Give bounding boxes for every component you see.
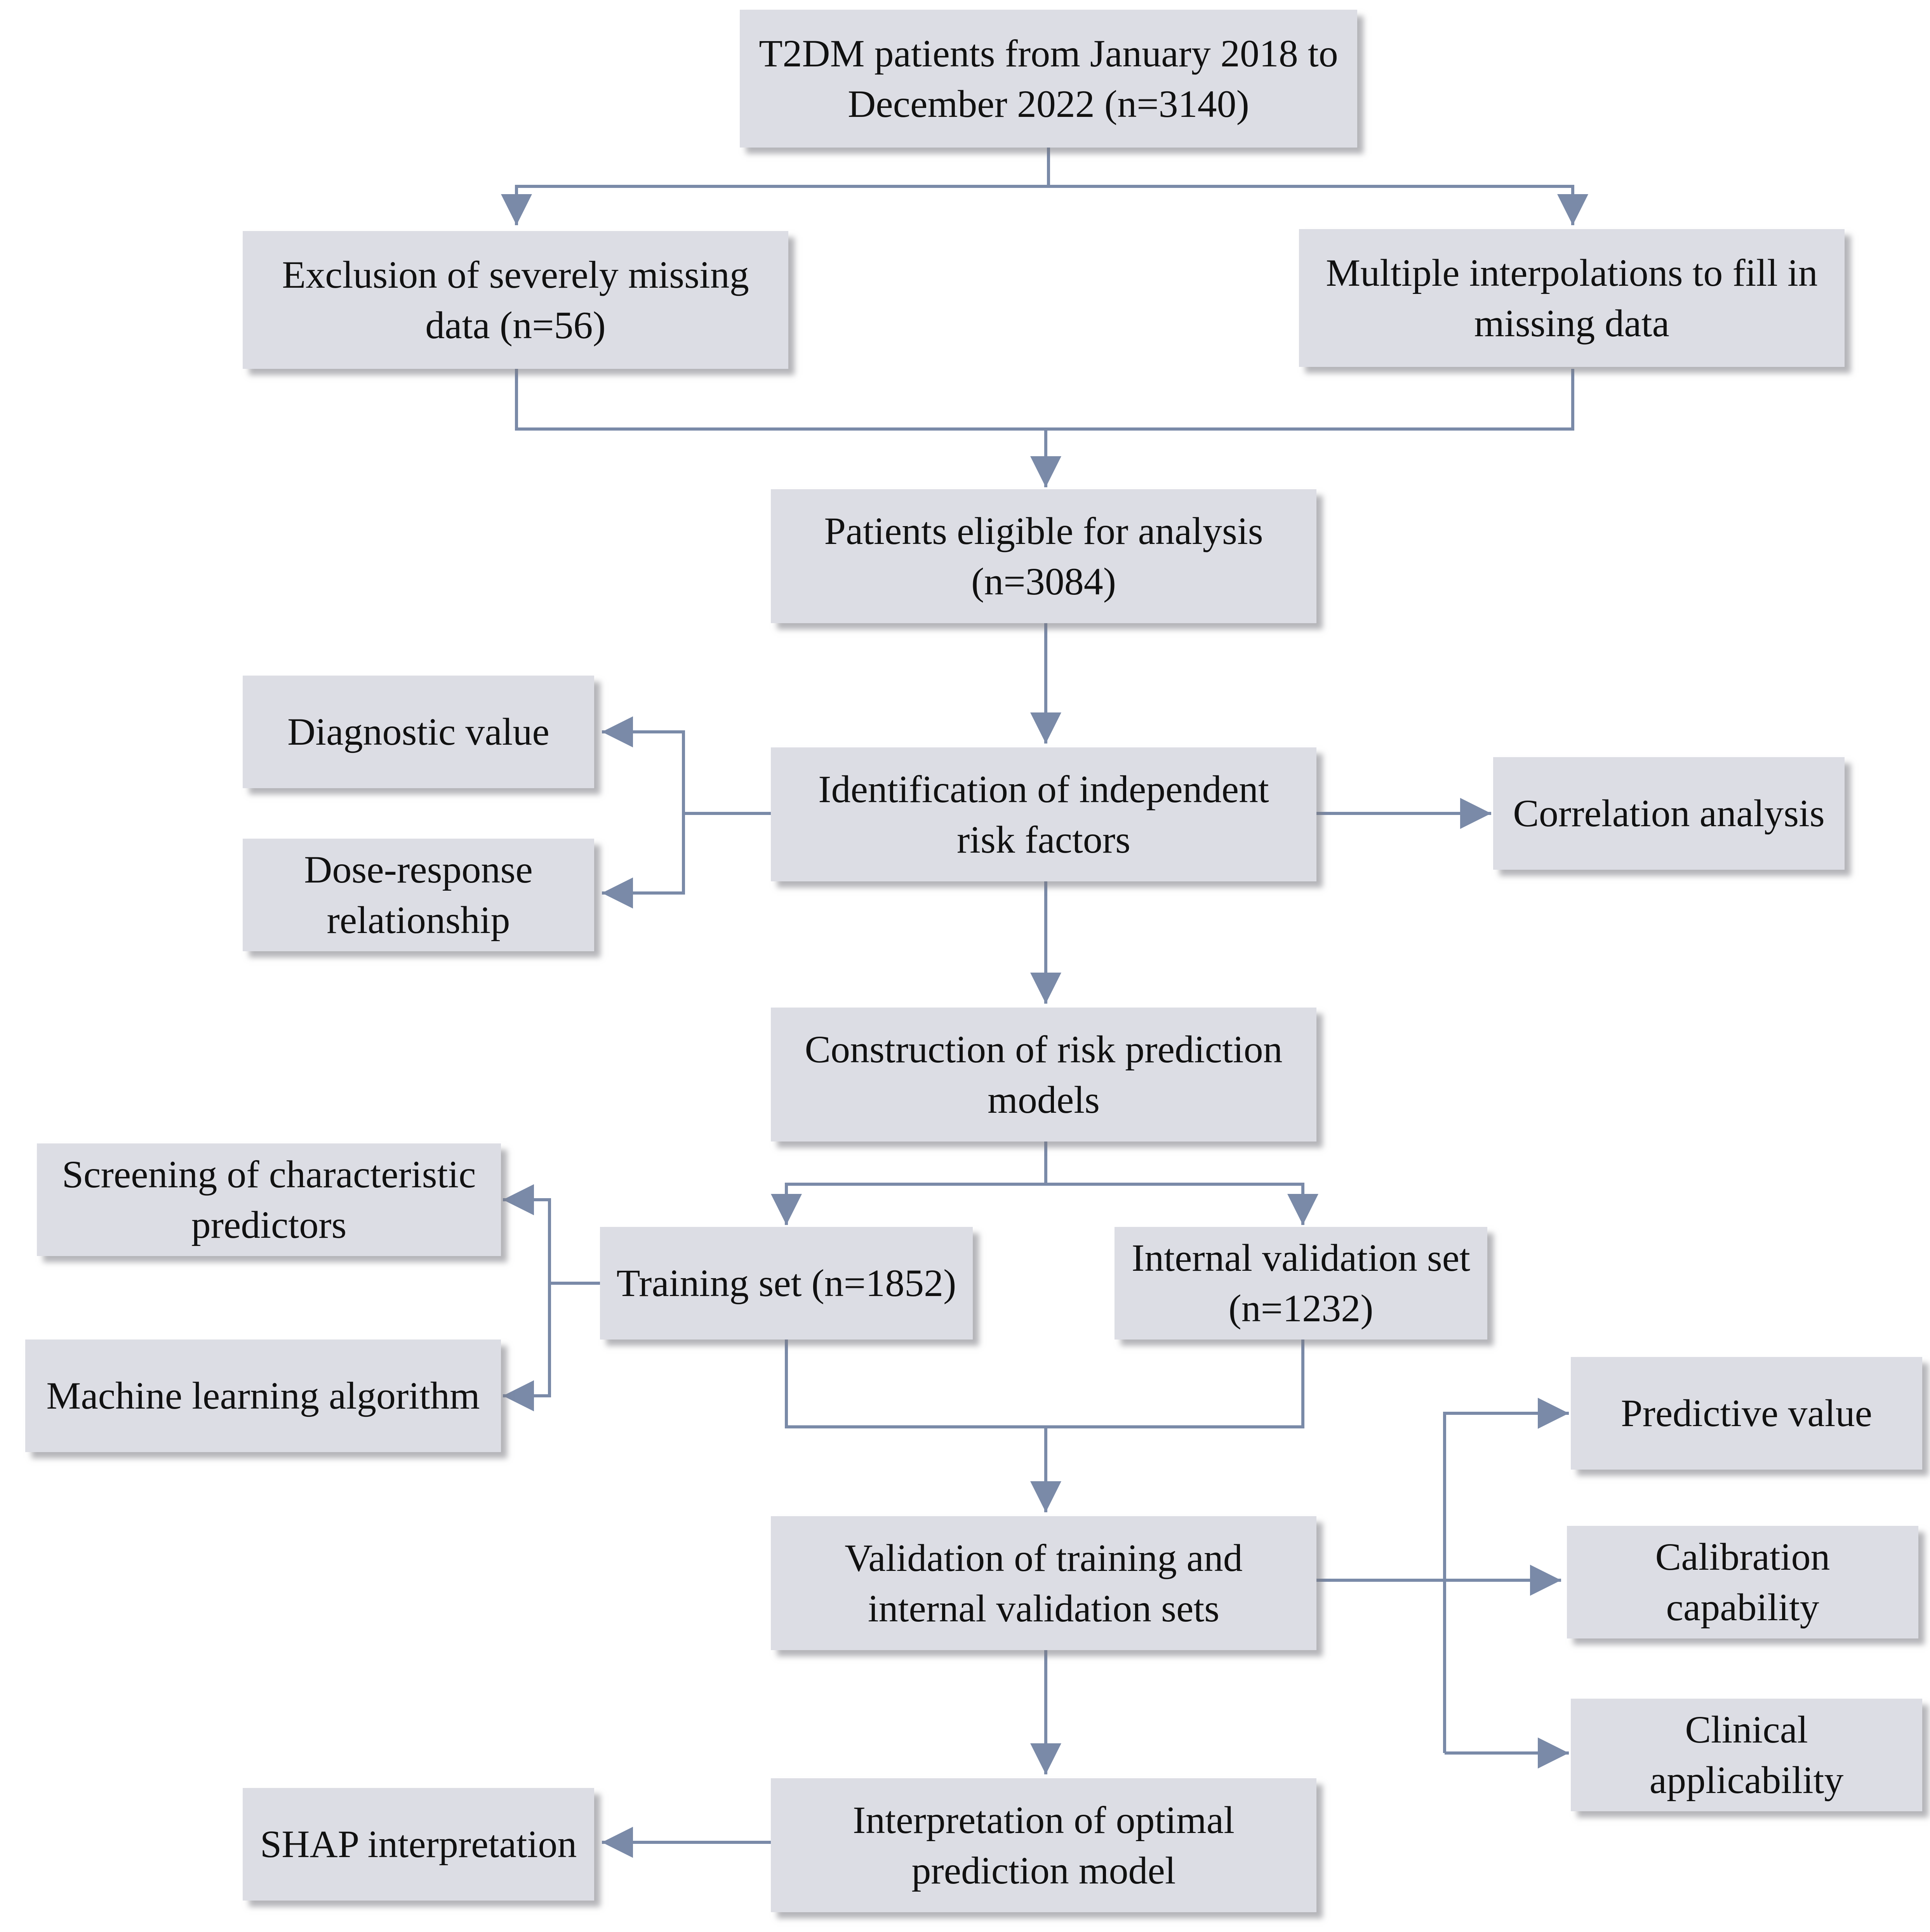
node-construction-label: Construction of risk prediction models bbox=[805, 1027, 1283, 1121]
node-exclusion: Exclusion of severely missing data (n=56… bbox=[243, 231, 788, 369]
node-eligible: Patients eligible for analysis (n=3084) bbox=[771, 489, 1316, 623]
node-risk-factors-label: Identification of independent risk facto… bbox=[818, 767, 1269, 861]
node-calibration-label: Calibration capability bbox=[1655, 1535, 1830, 1629]
node-predictive-value-label: Predictive value bbox=[1621, 1392, 1872, 1435]
node-clinical-label: Clinical applicability bbox=[1649, 1708, 1844, 1802]
node-screening-label: Screening of characteristic predictors bbox=[62, 1153, 476, 1246]
node-interpretation: Interpretation of optimal prediction mod… bbox=[771, 1778, 1316, 1912]
node-correlation: Correlation analysis bbox=[1493, 757, 1845, 870]
connector-top-split bbox=[501, 148, 1050, 225]
node-imputation: Multiple interpolations to fill in missi… bbox=[1299, 229, 1845, 367]
connector-to-predictive bbox=[1443, 1398, 1569, 1753]
node-calibration: Calibration capability bbox=[1567, 1526, 1918, 1638]
connector-to-dose-response bbox=[602, 813, 685, 909]
node-clinical: Clinical applicability bbox=[1571, 1699, 1922, 1811]
node-dose-response-label: Dose-response relationship bbox=[304, 848, 533, 942]
node-exclusion-label: Exclusion of severely missing data (n=56… bbox=[282, 253, 749, 347]
node-dose-response: Dose-response relationship bbox=[243, 839, 594, 951]
node-validation-label: Validation of training and internal vali… bbox=[845, 1536, 1243, 1630]
node-screening: Screening of characteristic predictors bbox=[37, 1143, 501, 1256]
connector-construction-split-right bbox=[1046, 1183, 1318, 1225]
node-imputation-label: Multiple interpolations to fill in missi… bbox=[1326, 251, 1818, 345]
node-patients-total: T2DM patients from January 2018 to Decem… bbox=[740, 10, 1357, 148]
connector-top-split-right bbox=[1048, 185, 1588, 225]
node-machine-learning-label: Machine learning algorithm bbox=[46, 1374, 480, 1417]
connector-to-screening bbox=[503, 1184, 551, 1283]
node-internal-validation-set-label: Internal validation set (n=1232) bbox=[1132, 1236, 1470, 1330]
node-validation: Validation of training and internal vali… bbox=[771, 1516, 1316, 1650]
node-eligible-label: Patients eligible for analysis (n=3084) bbox=[824, 509, 1263, 603]
node-machine-learning: Machine learning algorithm bbox=[25, 1340, 501, 1452]
node-diagnostic-value-label: Diagnostic value bbox=[287, 710, 549, 753]
node-risk-factors: Identification of independent risk facto… bbox=[771, 747, 1316, 881]
connector-to-diagnostic bbox=[602, 716, 685, 813]
node-correlation-label: Correlation analysis bbox=[1513, 792, 1825, 835]
node-training-set: Training set (n=1852) bbox=[600, 1227, 973, 1340]
node-interpretation-label: Interpretation of optimal prediction mod… bbox=[852, 1798, 1235, 1892]
node-patients-total-label: T2DM patients from January 2018 to Decem… bbox=[759, 31, 1338, 125]
connector-merge bbox=[515, 369, 1574, 431]
node-predictive-value: Predictive value bbox=[1571, 1357, 1922, 1470]
node-construction: Construction of risk prediction models bbox=[771, 1008, 1316, 1141]
connector-to-machine-learning bbox=[503, 1283, 551, 1411]
node-internal-validation-set: Internal validation set (n=1232) bbox=[1115, 1227, 1487, 1340]
node-shap: SHAP interpretation bbox=[243, 1788, 594, 1901]
connector-merge-sets bbox=[785, 1340, 1304, 1428]
connector-construction-split bbox=[771, 1141, 1047, 1225]
node-diagnostic-value: Diagnostic value bbox=[243, 676, 594, 788]
node-shap-label: SHAP interpretation bbox=[260, 1823, 577, 1866]
node-training-set-label: Training set (n=1852) bbox=[616, 1261, 956, 1305]
